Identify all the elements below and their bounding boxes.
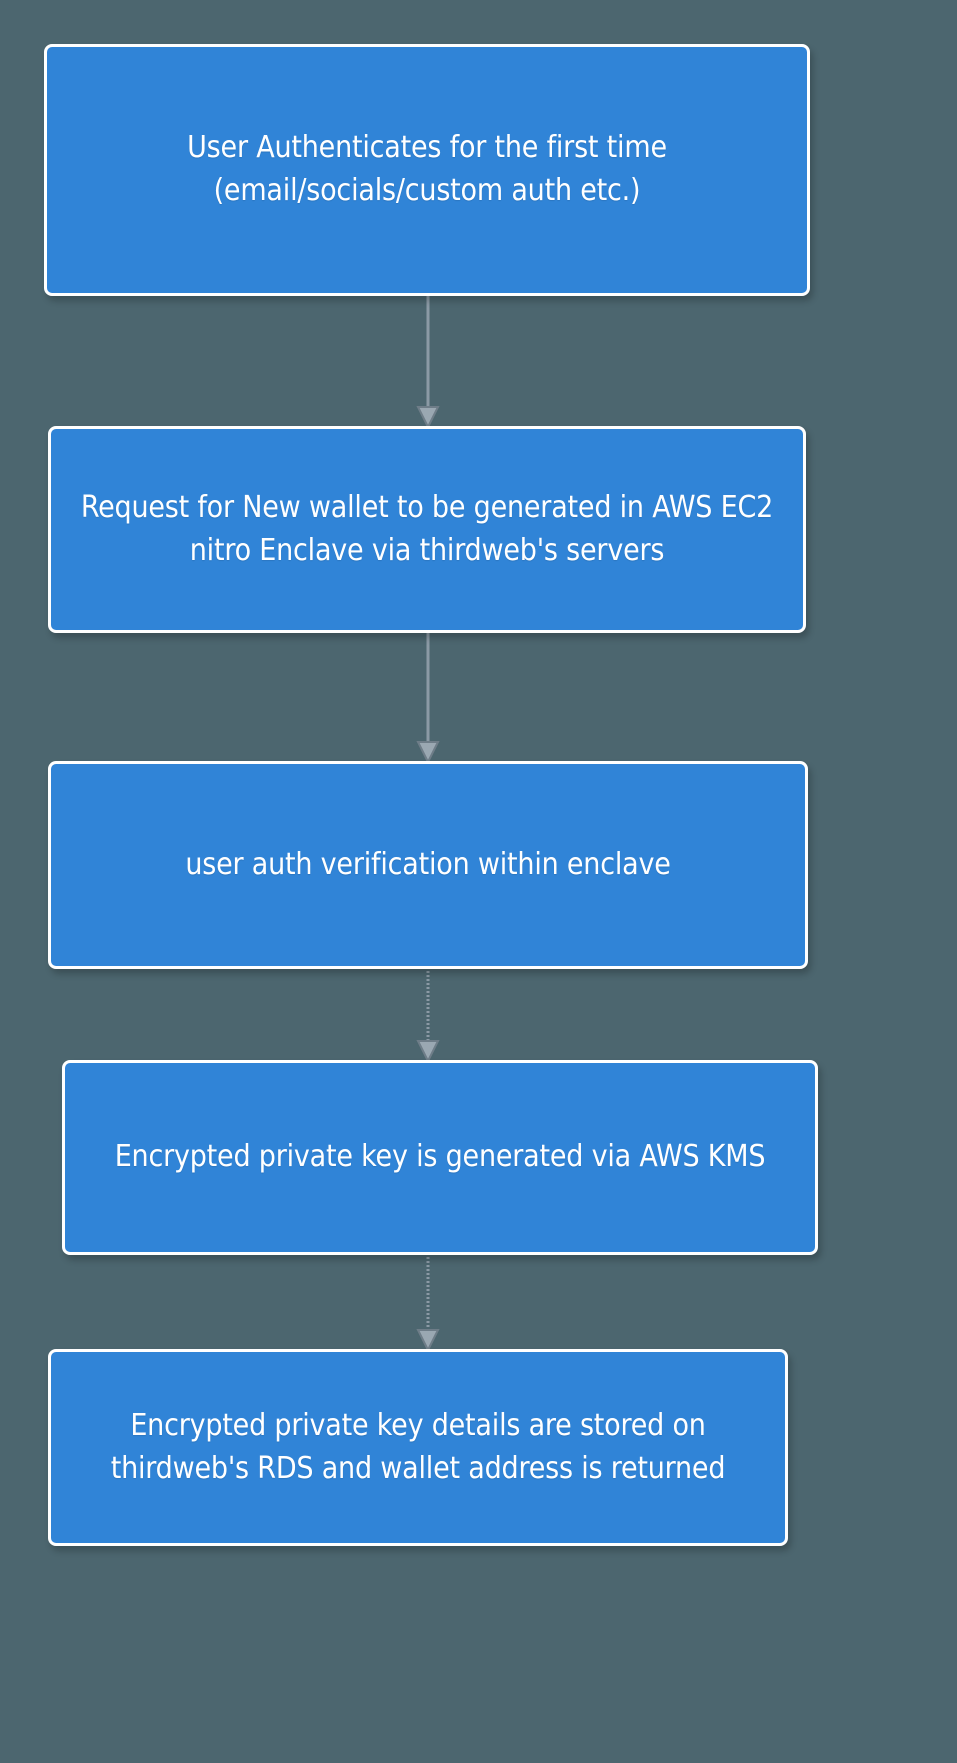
flow-node-label: user auth verification within enclave — [185, 846, 671, 882]
edge-node2-to-node3 — [398, 967, 458, 1064]
flow-node-encrypted-key-generated[interactable]: Encrypted private key is generated via A… — [62, 1060, 818, 1255]
flow-node-label: Encrypted private key details are stored… — [110, 1407, 726, 1486]
flow-node-user-authenticates[interactable]: User Authenticates for the first time (e… — [44, 44, 810, 296]
flow-node-label: Request for New wallet to be generated i… — [80, 489, 774, 568]
flow-node-request-new-wallet[interactable]: Request for New wallet to be generated i… — [48, 426, 806, 633]
flow-node-label: Encrypted private key is generated via A… — [114, 1139, 766, 1175]
edge-node0-to-node1 — [398, 294, 458, 430]
flow-node-key-stored-address-returned[interactable]: Encrypted private key details are stored… — [48, 1349, 788, 1546]
edge-node3-to-node4 — [398, 1253, 458, 1353]
flow-node-label: User Authenticates for the first time (e… — [187, 130, 667, 208]
edge-node1-to-node2 — [398, 631, 458, 765]
flow-node-user-auth-verification[interactable]: user auth verification within enclave — [48, 761, 808, 969]
